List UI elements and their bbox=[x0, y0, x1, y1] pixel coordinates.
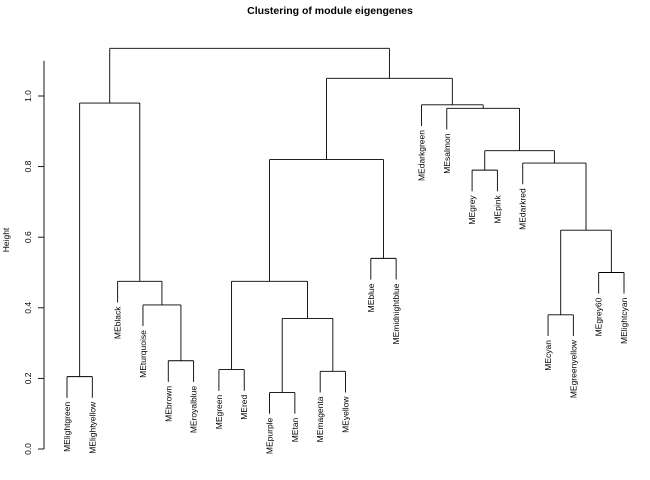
leaf-label: MEbrown bbox=[163, 386, 173, 422]
leaf-label: MEblue bbox=[366, 283, 376, 312]
leaf-label: MEgreenyellow bbox=[568, 339, 578, 398]
leaf-label: MEturquoise bbox=[138, 330, 148, 378]
leaf-label: MEdarkgreen bbox=[416, 130, 426, 181]
leaf-label: MEcyan bbox=[543, 340, 553, 371]
y-axis-label: Height bbox=[1, 227, 11, 252]
y-tick-label: 0.2 bbox=[23, 372, 33, 384]
leaf-label: MEgrey60 bbox=[594, 297, 604, 336]
y-tick-label: 1.0 bbox=[23, 90, 33, 102]
leaf-label: MElightyellow bbox=[87, 401, 97, 454]
dendrogram-branches bbox=[66, 47, 625, 414]
y-tick-label: 0.8 bbox=[23, 160, 33, 172]
y-tick-label: 0.0 bbox=[23, 443, 33, 455]
y-axis-ticks: 0.0 0.2 0.4 0.6 0.8 1.0 bbox=[23, 90, 44, 455]
leaf-label: MEpurple bbox=[265, 417, 275, 454]
leaf-label: MEsalmon bbox=[442, 133, 452, 173]
leaf-label: MEyellow bbox=[341, 396, 351, 433]
leaf-label: MEmagenta bbox=[315, 396, 325, 442]
leaf-label: MEdarkred bbox=[518, 188, 528, 230]
y-tick-label: 0.6 bbox=[23, 231, 33, 243]
leaf-label: MEmidnightblue bbox=[391, 283, 401, 344]
leaf-label: MEblack bbox=[113, 306, 123, 339]
leaf-labels: MElightgreen MElightyellow MEblackMEturquo… bbox=[62, 130, 629, 454]
leaf-label: MElightgreen bbox=[62, 402, 72, 452]
chart-title: Clustering of module eigengenes bbox=[247, 5, 413, 17]
leaf-label: MEgrey bbox=[467, 195, 477, 225]
leaf-label: MEred bbox=[239, 394, 249, 419]
leaf-label: MEtan bbox=[290, 417, 300, 442]
y-tick-label: 0.4 bbox=[23, 302, 33, 314]
leaf-label: MEroyalblue bbox=[189, 386, 199, 434]
leaf-label: MEpink bbox=[492, 195, 502, 224]
leaf-label: MEgreen bbox=[214, 394, 224, 429]
leaf-label: MElightcyan bbox=[619, 297, 629, 344]
